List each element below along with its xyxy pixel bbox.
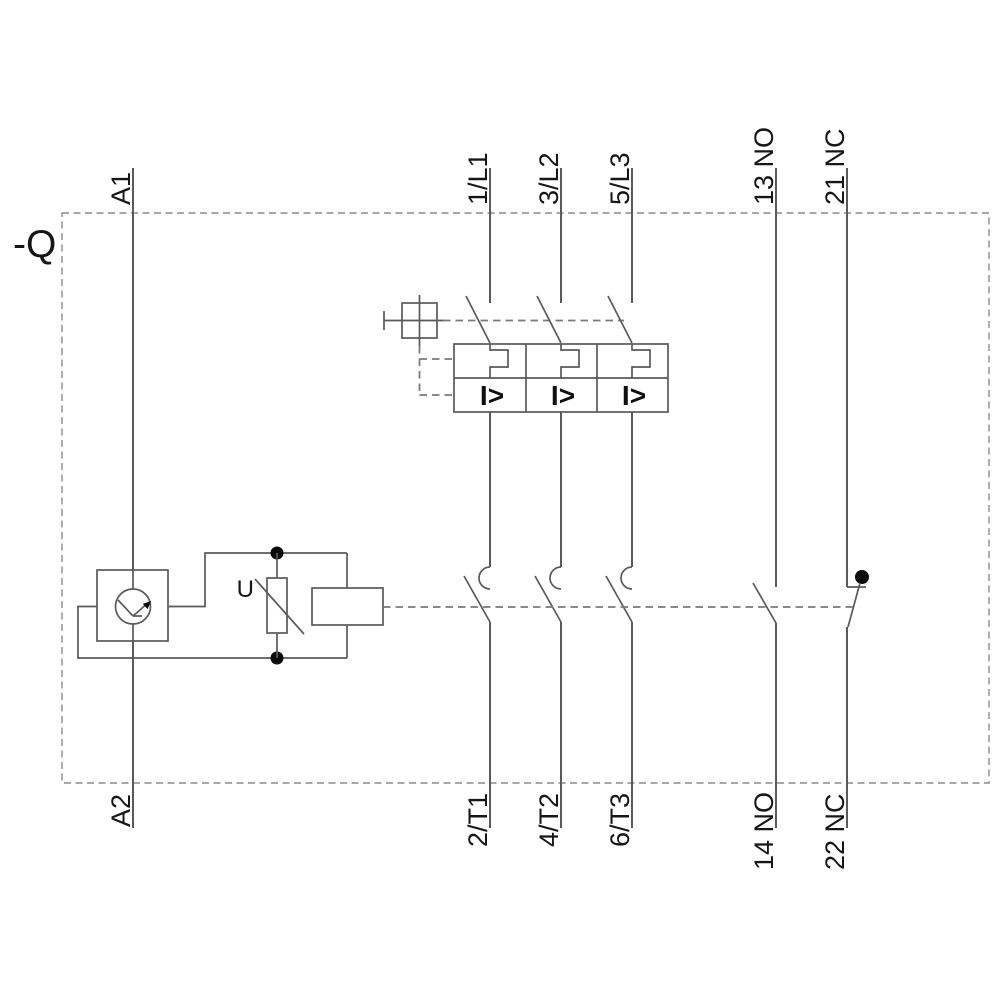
pole1-upper-blade [465,295,491,344]
aux-no-contact: 13 NO 14 NO [749,127,779,870]
aux-no-blade [752,582,777,624]
terminal-label-13no: 13 NO [749,127,779,205]
terminal-label-6t3: 6/T3 [605,793,635,847]
undervoltage-release-circuit: A1 A2 U [77,168,384,828]
pole3-contact-blade [605,575,633,623]
pole2-contact-arc [549,566,562,590]
pole1-contact-blade [463,575,491,623]
terminal-label-22nc: 22 NC [820,793,850,870]
actuator-lever [117,599,134,617]
pole3-overcurrent-symbol: I> [622,380,646,411]
uv-coil-diagonal [254,578,305,635]
terminal-label-1l1: 1/L1 [463,152,493,205]
pole2-upper-blade [536,295,562,344]
undervoltage-coil-symbol: U [237,553,305,658]
aux-nc-contact: 21 NC 22 NC [820,128,869,870]
terminal-label-3l2: 3/L2 [534,152,564,205]
wire-top-branch [168,552,347,608]
pole-1: I> 1/L1 2/T1 [463,152,509,847]
pole-2: I> 3/L2 4/T2 [534,152,580,847]
operating-mechanism [383,295,624,396]
device-enclosure-border [61,212,990,784]
pole1-thermal-overload-symbol [489,344,509,378]
wire-bottom-branch [77,605,347,659]
pole1-contact-arc [478,566,491,590]
terminal-label-14no: 14 NO [749,792,779,870]
aux-nc-blade [847,582,861,628]
trip-relay-symbol [311,553,384,658]
terminal-label-21nc: 21 NC [820,128,850,205]
pole3-upper-blade [607,295,633,344]
terminal-label-5l3: 5/L3 [605,152,635,205]
actuator-arrow-head [142,601,151,610]
pole3-thermal-overload-symbol [631,344,651,378]
pole-3: I> 5/L3 6/T3 [605,152,651,847]
undervoltage-label: U [237,576,254,603]
pole2-overcurrent-symbol: I> [551,380,575,411]
pole1-overcurrent-symbol: I> [480,380,504,411]
aux-nc-contact-dot [855,570,869,584]
terminal-label-a1: A1 [106,172,136,205]
relay-body [311,587,384,626]
actuator-circle [114,588,152,625]
device-reference-label: -Q [13,223,56,266]
uv-coil-body [266,577,288,634]
terminal-label-2t1: 2/T1 [463,793,493,847]
pole3-contact-arc [620,566,633,590]
release-mechanism-symbol [96,569,169,642]
terminal-label-4t2: 4/T2 [534,793,564,847]
terminal-label-a2: A2 [106,794,136,827]
pole2-thermal-overload-symbol [560,344,580,378]
pole2-contact-blade [534,575,562,623]
